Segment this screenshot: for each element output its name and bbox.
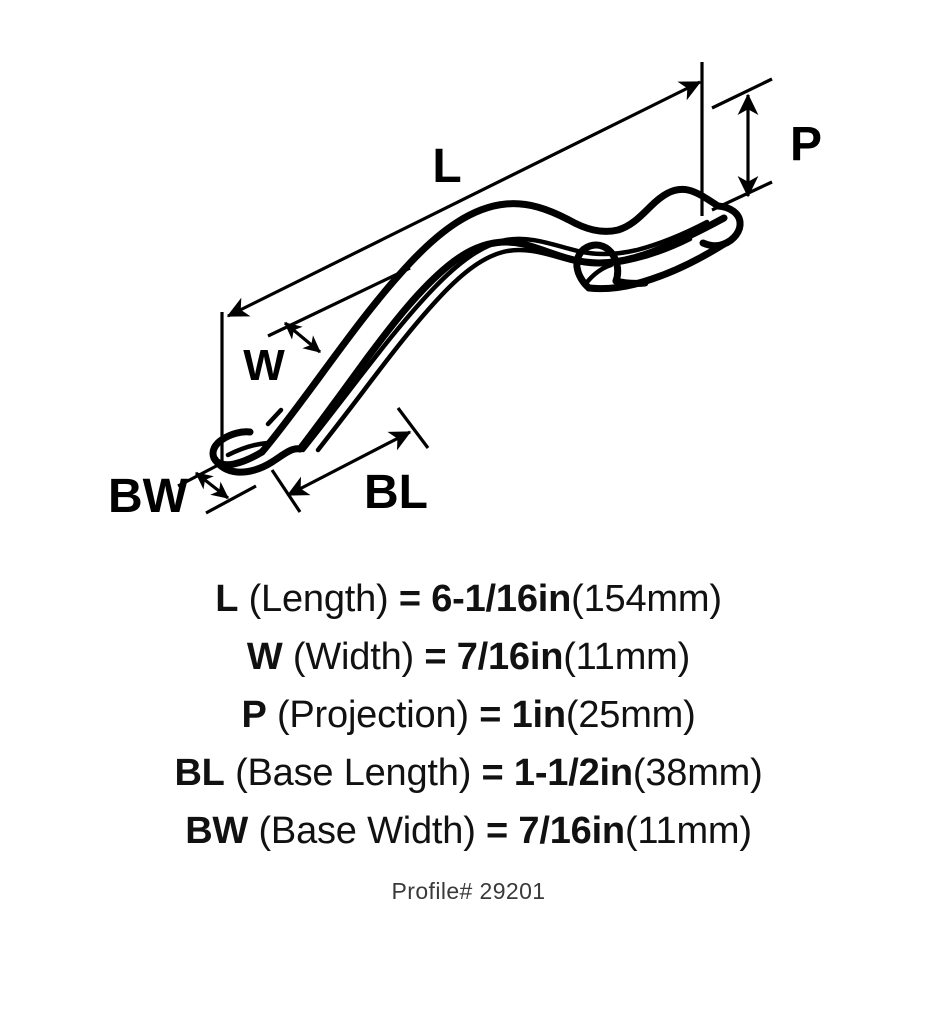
dimension-L: L	[220, 62, 704, 470]
dimension-BW: BW	[108, 460, 257, 523]
spec-code: BL	[174, 752, 225, 794]
profile-number: Profile# 29201	[391, 878, 546, 904]
spec-metric: (38mm)	[632, 752, 763, 794]
spec-metric: (11mm)	[563, 636, 691, 678]
dimension-BL: BL	[270, 407, 430, 519]
spec-name: (Length)	[248, 578, 389, 620]
dimension-label-L: L	[432, 140, 461, 193]
spec-imperial: 7/16in	[518, 810, 625, 852]
spec-equals: =	[486, 810, 509, 852]
spec-equals: =	[479, 694, 502, 736]
dimension-label-BW: BW	[108, 470, 189, 523]
spec-metric: (154mm)	[571, 578, 722, 620]
spec-row-BL: BL (Base Length) = 1-1/2in(38mm)	[0, 744, 937, 802]
spec-imperial: 6-1/16in	[431, 578, 572, 620]
dimension-label-BL: BL	[364, 466, 428, 519]
spec-name: (Base Width)	[258, 810, 476, 852]
spec-name: (Projection)	[276, 694, 469, 736]
dimension-label-W: W	[243, 341, 285, 390]
spec-imperial: 7/16in	[456, 636, 564, 678]
spec-equals: =	[424, 636, 447, 678]
spec-metric: (25mm)	[565, 694, 696, 736]
spec-code: W	[246, 636, 283, 678]
specification-list: L (Length) = 6-1/16in(154mm) W (Width) =…	[0, 570, 937, 860]
spec-row-W: W (Width) = 7/16in(11mm)	[0, 628, 937, 686]
spec-equals: =	[481, 752, 504, 794]
spec-name: (Width)	[292, 636, 414, 678]
dimension-label-P: P	[790, 118, 822, 171]
pull-illustration: L W P	[108, 62, 822, 523]
spec-row-BW: BW (Base Width) = 7/16in(11mm)	[0, 802, 937, 860]
dimension-W: W	[243, 266, 411, 390]
spec-imperial: 1in	[511, 694, 567, 736]
spec-row-L: L (Length) = 6-1/16in(154mm)	[0, 570, 937, 628]
spec-imperial: 1-1/2in	[513, 752, 633, 794]
technical-drawing: L W P	[108, 62, 822, 523]
spec-equals: =	[398, 578, 421, 620]
spec-row-P: P (Projection) = 1in(25mm)	[0, 686, 937, 744]
spec-name: (Base Length)	[235, 752, 472, 794]
spec-metric: (11mm)	[624, 810, 752, 852]
spec-code: P	[241, 694, 267, 736]
spec-code: BW	[185, 810, 249, 852]
dimension-P: P	[711, 77, 822, 212]
spec-code: L	[215, 578, 239, 620]
